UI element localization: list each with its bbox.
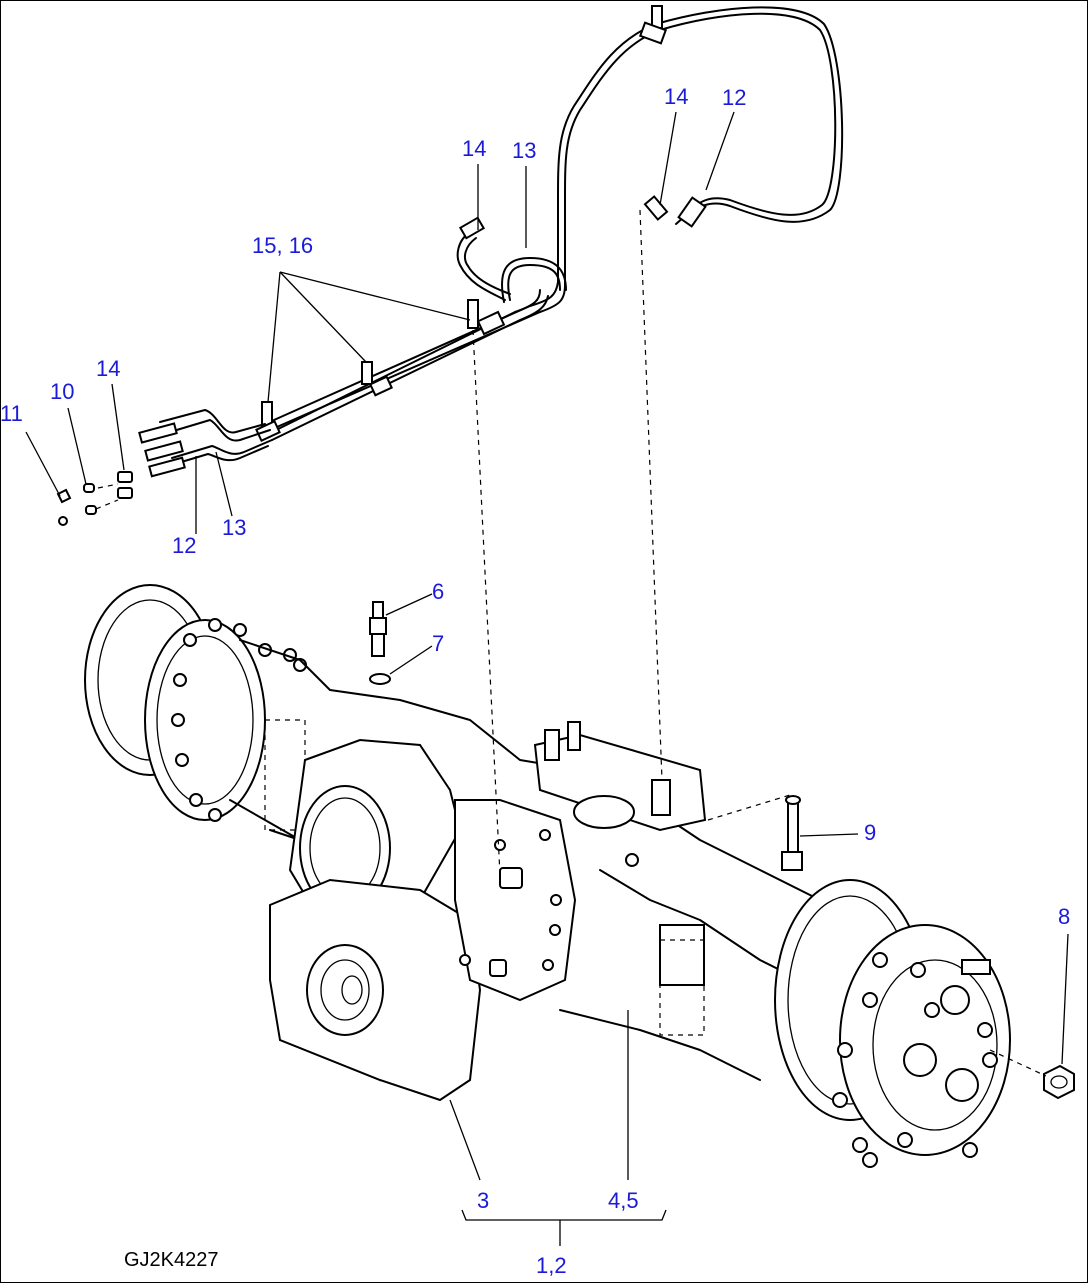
callout-8: 8 [1058,904,1070,929]
callout-1-2: 1,2 [536,1253,567,1278]
callout-4-5: 4,5 [608,1188,639,1213]
right-hub-bolts [832,952,998,1168]
callout-12-left: 12 [172,533,196,558]
callout-9: 9 [864,820,876,845]
tube-assembly [56,5,844,526]
callout-15-16: 15, 16 [252,233,313,258]
axle-assembly [84,584,1075,1168]
callout-10: 10 [50,379,74,404]
assembly-lines [95,209,1047,1077]
drawing-code: GJ2K4227 [124,1249,219,1271]
callout-11: 11 [0,401,23,426]
leader-lines [25,111,1069,1246]
callout-3: 3 [477,1188,489,1213]
callout-14-mid: 14 [462,136,486,161]
callout-13-left: 13 [222,515,246,540]
callout-14-left: 14 [96,356,120,381]
callout-13-mid: 13 [512,138,536,163]
callout-12-right: 12 [722,85,746,110]
callout-7: 7 [432,631,444,656]
callout-14-right: 14 [664,84,688,109]
callout-labels: 11 10 14 12 13 15, 16 14 13 14 12 6 7 9 … [0,84,1070,1278]
callout-6: 6 [432,579,444,604]
